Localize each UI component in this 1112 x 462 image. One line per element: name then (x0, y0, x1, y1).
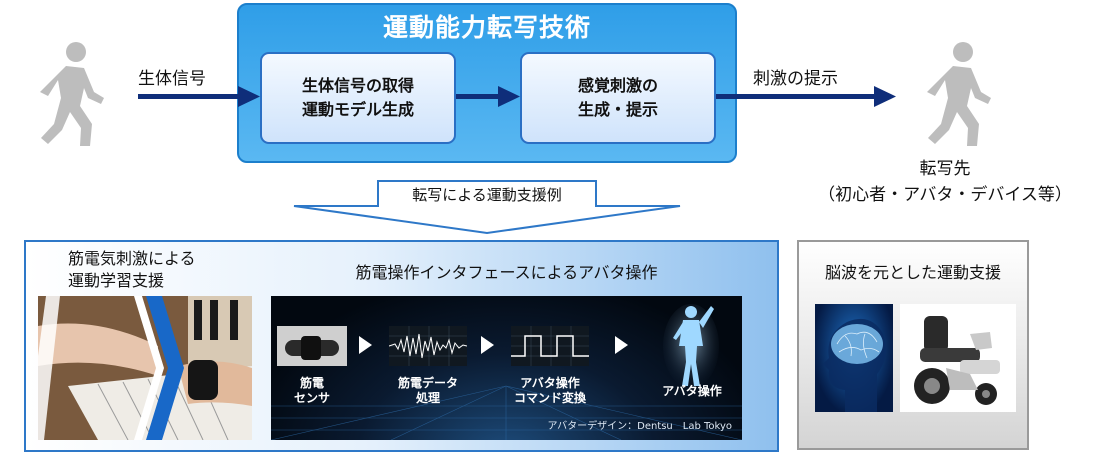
step-sensor-line-2: センサ (293, 391, 330, 405)
step-arrow (615, 336, 628, 354)
middle-arrow-head (498, 86, 520, 107)
step-sensor-label: 筋電 センサ (277, 376, 347, 406)
input-arrow-head (238, 86, 260, 107)
output-label: 刺激の提示 (753, 69, 838, 89)
output-arrow-shaft (716, 94, 876, 99)
input-arrow-shaft (138, 94, 242, 99)
emg-background-grid (271, 385, 742, 440)
sensor-illustration (277, 326, 347, 366)
acquisition-line-2: 運動モデル生成 (301, 100, 414, 119)
walking-person-icon (40, 42, 104, 146)
middle-arrow-shaft (456, 94, 500, 99)
step-processing-line-2: 処理 (415, 391, 440, 405)
emg-title: 筋電操作インタフェースによるアバタ操作 (355, 263, 658, 282)
wheelchair-icon (914, 316, 1000, 405)
walking-person-icon (927, 42, 991, 146)
emg-panel: 筋電 センサ 筋電データ 処理 アバタ操作 コマンド変換 アバタ操作 アバターデ… (271, 296, 742, 440)
avatar-icon (663, 304, 719, 388)
piano-illustration (38, 296, 252, 440)
transfer-down-arrow (293, 180, 681, 235)
step-arrow (359, 336, 372, 354)
sensor-thumbnail (277, 326, 347, 366)
avatar-credit: アバターデザイン：Dentsu Lab Tokyo (547, 421, 732, 432)
technology-title: 運動能力転写技術 (382, 13, 591, 42)
step-command-label: アバタ操作 コマンド変換 (501, 376, 599, 406)
output-arrow-head (874, 86, 896, 107)
step-command-line-1: アバタ操作 (520, 376, 580, 390)
step-command-line-2: コマンド変換 (513, 391, 586, 405)
acquisition-line-1: 生体信号の取得 (301, 76, 414, 95)
step-sensor-line-1: 筋電 (299, 376, 324, 390)
step-arrow (481, 336, 494, 354)
target-line-1: 転写先 (919, 159, 971, 179)
wheelchair-image (900, 304, 1016, 412)
transfer-label: 転写による運動支援例 (412, 186, 562, 204)
piano-photo (38, 296, 252, 440)
target-description: （初心者・アバタ・デバイス等） (818, 185, 1072, 205)
square-wave-icon (511, 326, 589, 366)
waveform-thumbnail (388, 326, 468, 366)
eeg-title: 脳波を元とした運動支援 (824, 263, 1001, 282)
stimulus-line-2: 生成・提示 (577, 100, 658, 119)
ems-caption: 筋電気刺激による 運動学習支援 (68, 248, 196, 292)
flow-arrows (138, 86, 896, 235)
brain-image (815, 304, 893, 412)
stimulus-box: 感覚刺激の 生成・提示 (520, 52, 716, 144)
brain-illustration (823, 318, 886, 412)
acquisition-box: 生体信号の取得 運動モデル生成 (260, 52, 456, 144)
step-processing-line-1: 筋電データ (397, 376, 458, 390)
command-thumbnail (511, 326, 589, 366)
target-label: 転写先 (870, 156, 1020, 182)
ems-caption-line-1: 筋電気刺激による (68, 249, 196, 268)
stimulus-line-1: 感覚刺激の (577, 76, 658, 95)
input-label: 生体信号 (138, 69, 206, 89)
ems-caption-line-2: 運動学習支援 (68, 271, 165, 290)
waveform-icon (388, 326, 468, 366)
step-avatar-label: アバタ操作 (662, 384, 722, 398)
step-processing-label: 筋電データ 処理 (383, 376, 473, 406)
